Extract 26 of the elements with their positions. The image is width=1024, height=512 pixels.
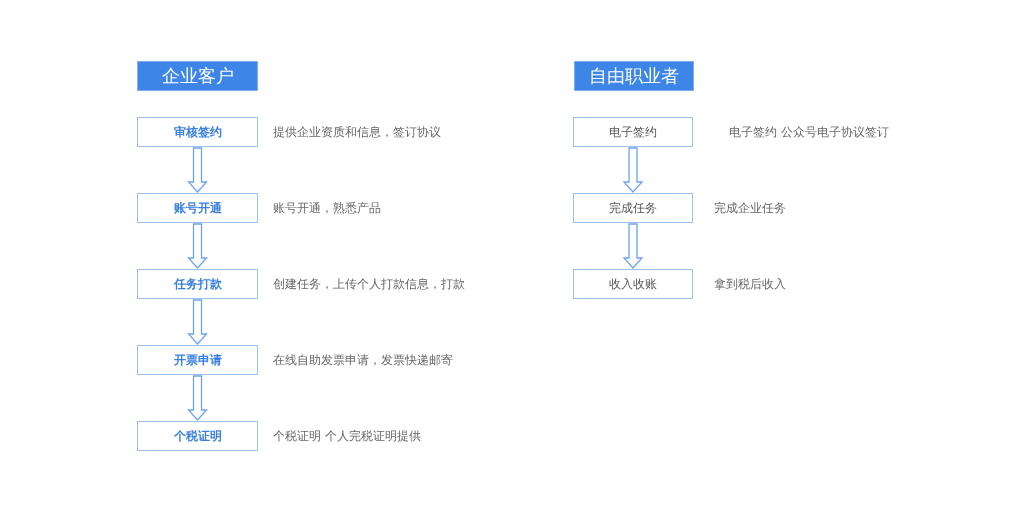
step-title: 任务打款 xyxy=(173,275,222,293)
step-description: 账号开通，熟悉产品 xyxy=(273,199,381,217)
step-description: 个税证明 个人完税证明提供 xyxy=(273,427,421,445)
arrow xyxy=(622,223,644,269)
column-header xyxy=(574,61,694,91)
step-description: 创建任务，上传个人打款信息，打款 xyxy=(273,275,465,293)
step-title: 完成任务 xyxy=(609,199,657,217)
step-title: 收入收账 xyxy=(609,275,657,293)
step-description: 提供企业资质和信息，签订协议 xyxy=(273,123,441,141)
column-header xyxy=(137,61,258,91)
step-description: 拿到税后收入 xyxy=(714,275,786,293)
step-description: 完成企业任务 xyxy=(714,199,786,217)
header-title: 自由职业者 xyxy=(589,64,679,88)
arrow xyxy=(187,147,208,193)
step-title: 电子签约 xyxy=(609,123,657,141)
step-title: 个税证明 xyxy=(173,427,222,445)
header-title: 企业客户 xyxy=(161,64,234,88)
step-description: 电子签约 公众号电子协议签订 xyxy=(729,123,889,141)
step-title: 账号开通 xyxy=(173,199,222,217)
step-description: 在线自助发票申请，发票快递邮寄 xyxy=(273,351,453,369)
arrow xyxy=(187,299,208,345)
step-title: 审核签约 xyxy=(173,123,222,141)
arrow xyxy=(187,223,208,269)
step-title: 开票申请 xyxy=(173,351,222,369)
arrow xyxy=(187,375,208,421)
arrow xyxy=(622,147,644,193)
